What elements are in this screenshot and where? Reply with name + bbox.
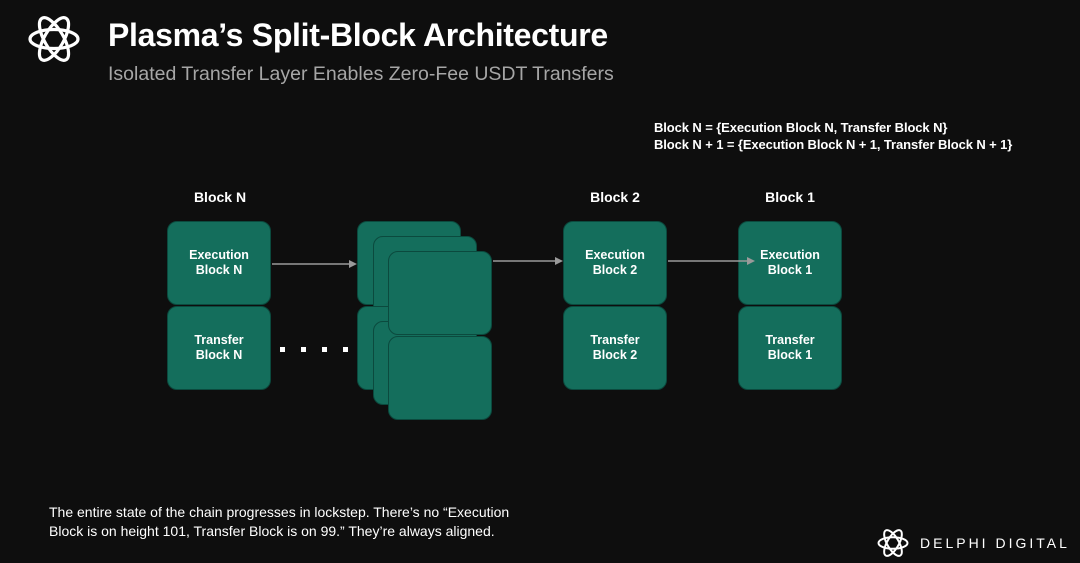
execution-block-n-line1: Execution <box>189 248 249 262</box>
transfer-block-n-line1: Transfer <box>194 333 244 347</box>
transfer-block-1: Transfer Block 1 <box>738 306 842 390</box>
dot <box>280 347 285 352</box>
execution-block-n: Execution Block N <box>167 221 271 305</box>
page-title: Plasma’s Split-Block Architecture <box>108 17 608 53</box>
formula-block-n: Block N = {Execution Block N, Transfer B… <box>654 120 948 135</box>
execution-block-1-line2: Block 1 <box>767 263 813 277</box>
execution-block-2-line1: Execution <box>585 248 645 262</box>
execution-block-2: Execution Block 2 <box>563 221 667 305</box>
execution-block-2-line2: Block 2 <box>592 263 638 277</box>
execution-block-1: Execution Block 1 <box>738 221 842 305</box>
column-label-block-n: Block N <box>193 189 247 205</box>
transfer-block-1-line1: Transfer <box>765 333 815 347</box>
delphi-digital-brand: DELPHI DIGITAL <box>876 526 1067 560</box>
transfer-block-n: Transfer Block N <box>167 306 271 390</box>
footer-line-2: Block is on height 101, Transfer Block i… <box>49 522 495 539</box>
column-label-block-2: Block 2 <box>590 189 640 205</box>
dot <box>301 347 306 352</box>
arrow-stack-to-block-2-head <box>555 257 563 265</box>
transfer-block-2-line2: Block 2 <box>592 348 638 362</box>
dot <box>322 347 327 352</box>
stacked-transfer-block-front <box>388 336 492 420</box>
transfer-block-2-line1: Transfer <box>590 333 640 347</box>
transfer-block-1-line2: Block 1 <box>767 348 813 362</box>
arrow-block-n-to-stack-head <box>349 260 357 268</box>
brand-name: DELPHI DIGITAL <box>920 535 1070 551</box>
stacked-execution-block-front <box>388 251 492 335</box>
formula-block-n-plus-1: Block N + 1 = {Execution Block N + 1, Tr… <box>654 137 1013 152</box>
dot <box>343 347 348 352</box>
page-subtitle: Isolated Transfer Layer Enables Zero-Fee… <box>108 63 614 85</box>
footer-note: The entire state of the chain progresses… <box>49 503 609 540</box>
footer-line-1: The entire state of the chain progresses… <box>49 504 510 520</box>
transfer-block-n-line2: Block N <box>195 348 243 362</box>
column-label-block-1: Block 1 <box>765 189 815 205</box>
execution-block-n-line2: Block N <box>195 263 243 277</box>
plasma-logo-icon <box>28 16 80 62</box>
execution-block-1-line1: Execution <box>760 248 820 262</box>
delphi-logo-icon <box>877 529 909 557</box>
transfer-block-2: Transfer Block 2 <box>563 306 667 390</box>
